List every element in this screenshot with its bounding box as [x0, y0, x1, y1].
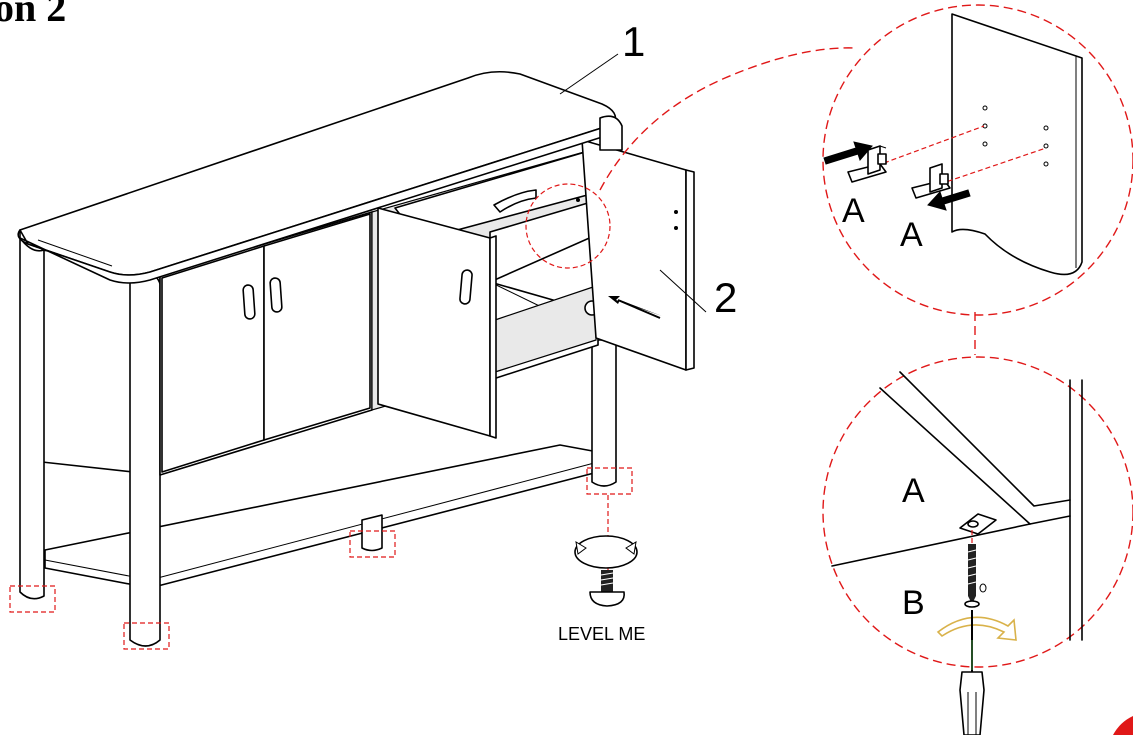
detail-focus-circle: [525, 183, 611, 269]
bracket-left: [847, 145, 887, 183]
detail-connector: [599, 47, 856, 191]
door-middle: [263, 213, 371, 441]
step-heading: on 2: [0, 0, 67, 30]
push-arrow-right: [927, 189, 971, 211]
door-right-inner: [576, 139, 695, 371]
leveler-markers: [9, 467, 633, 650]
screw-label: B: [902, 584, 925, 622]
handle-door-right: [459, 269, 473, 305]
leveler-marker-front-middle: [123, 622, 170, 650]
callout-top: 1: [559, 18, 645, 95]
leveler-marker-back-middle: [349, 530, 396, 558]
sideboard: [17, 70, 695, 647]
callout-shelf-label: 2: [714, 274, 737, 321]
detail-screw-fastening: A B: [822, 356, 1133, 735]
door-left: [161, 245, 265, 473]
leg-back-left: [361, 514, 383, 552]
push-arrow-left: [823, 141, 873, 165]
bracket-right: [911, 163, 951, 199]
door-right-open: [377, 207, 497, 439]
leveler-label: LEVEL ME: [558, 624, 645, 644]
rotate-arrow: [936, 616, 1017, 641]
screw: [964, 544, 987, 608]
screwdriver-icon: [959, 610, 985, 735]
detail-bracket: [959, 513, 997, 535]
leveler-detail: LEVEL ME: [558, 495, 645, 644]
leveler-marker-back-right: [586, 467, 633, 495]
leg-back-right: [591, 339, 617, 487]
leveler-marker-front-left: [9, 585, 56, 613]
leg-front-middle: [129, 271, 161, 647]
detail-bracket-install: A A: [822, 4, 1133, 316]
bracket-label-left: A: [842, 192, 865, 230]
leveler-rotation-ring: [574, 535, 638, 569]
detail-bracket-label: A: [902, 472, 925, 510]
leg-front-left: [19, 237, 45, 600]
handle-door-left: [242, 284, 256, 320]
callout-shelf: 2: [608, 269, 737, 321]
page-corner-mark: [1113, 716, 1133, 735]
callout-top-label: 1: [622, 18, 645, 65]
leveler-foot: [589, 570, 625, 607]
bracket-label-right: A: [900, 216, 923, 254]
handle-door-middle: [269, 277, 283, 313]
